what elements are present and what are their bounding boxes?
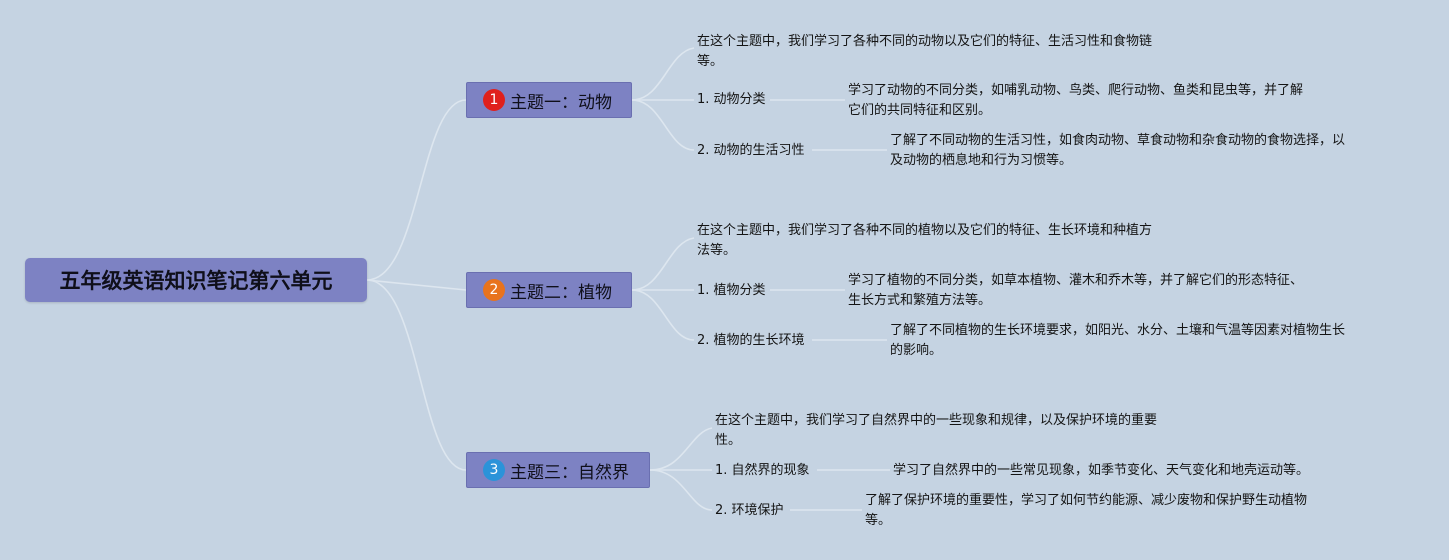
number-badge-3-icon: 3 [483,459,505,481]
detail-line: 学习了植物的不同分类，如草本植物、灌木和乔木等，并了解它们的形态特征、 [848,273,1304,288]
detail-line: 了解了不同植物的生长环境要求，如阳光、水分、土壤和气温等因素对植物生长 [890,323,1346,338]
detail-line: 它们的共同特征和区别。 [848,103,992,118]
summary-line: 等。 [697,54,724,69]
detail-line: 学习了自然界中的一些常见现象，如季节变化、天气变化和地壳运动等。 [893,463,1310,478]
detail-line: 等。 [865,513,892,528]
topic-node-2[interactable]: 2 主题二：植物 [466,272,632,308]
connector-t3-summary [649,427,713,471]
connector-root-topic-2 [366,279,467,291]
connector-root-topic-3 [366,279,467,471]
connector-t2-summary [631,237,695,291]
topic-3-summary[interactable]: 在这个主题中，我们学习了自然界中的一些现象和规律，以及保护环境的重要 性。 [715,411,1157,451]
connector-t1-summary [631,47,695,101]
detail-line: 了解了保护环境的重要性，学习了如何节约能源、减少废物和保护野生动植物 [865,493,1308,508]
topic-1-item-2[interactable]: 2. 动物的生活习性 [697,143,805,158]
topic-2-summary[interactable]: 在这个主题中，我们学习了各种不同的植物以及它们的特征、生长环境和种植方 法等。 [697,221,1152,261]
number-badge-2-icon: 2 [483,279,505,301]
summary-line: 性。 [715,433,742,448]
topic-1-item-1[interactable]: 1. 动物分类 [697,92,766,107]
topic-3-item-1[interactable]: 1. 自然界的现象 [715,463,810,478]
topic-3-item-2-detail[interactable]: 了解了保护环境的重要性，学习了如何节约能源、减少废物和保护野生动植物 等。 [865,491,1307,531]
topic-label-2: 主题二：植物 [510,282,612,303]
summary-line: 在这个主题中，我们学习了自然界中的一些现象和规律，以及保护环境的重要 [715,413,1158,428]
topic-2-item-2[interactable]: 2. 植物的生长环境 [697,333,805,348]
detail-line: 及动物的栖息地和行为习惯等。 [890,153,1073,168]
detail-line: 生长方式和繁殖方法等。 [848,293,992,308]
detail-line: 了解了不同动物的生活习性，如食肉动物、草食动物和杂食动物的食物选择，以 [890,133,1346,148]
summary-line: 在这个主题中，我们学习了各种不同的动物以及它们的特征、生活习性和食物链 [697,34,1153,49]
summary-line: 在这个主题中，我们学习了各种不同的植物以及它们的特征、生长环境和种植方 [697,223,1153,238]
topic-node-3[interactable]: 3 主题三：自然界 [466,452,650,488]
detail-line: 的影响。 [890,343,943,358]
topic-2-item-1-detail[interactable]: 学习了植物的不同分类，如草本植物、灌木和乔木等，并了解它们的形态特征、 生长方式… [848,271,1303,311]
topic-label-3: 主题三：自然界 [510,462,629,483]
topic-2-item-1[interactable]: 1. 植物分类 [697,283,766,298]
connector-t2-item2 [631,289,695,341]
detail-line: 学习了动物的不同分类，如哺乳动物、鸟类、爬行动物、鱼类和昆虫等，并了解 [848,83,1304,98]
connector-t3-item2 [649,469,713,511]
topic-1-item-1-detail[interactable]: 学习了动物的不同分类，如哺乳动物、鸟类、爬行动物、鱼类和昆虫等，并了解 它们的共… [848,81,1303,121]
topic-2-item-2-detail[interactable]: 了解了不同植物的生长环境要求，如阳光、水分、土壤和气温等因素对植物生长 的影响。 [890,321,1345,361]
topic-1-item-2-detail[interactable]: 了解了不同动物的生活习性，如食肉动物、草食动物和杂食动物的食物选择，以 及动物的… [890,131,1345,171]
topic-1-summary[interactable]: 在这个主题中，我们学习了各种不同的动物以及它们的特征、生活习性和食物链 等。 [697,32,1152,72]
topic-3-item-1-detail[interactable]: 学习了自然界中的一些常见现象，如季节变化、天气变化和地壳运动等。 [893,461,1309,481]
summary-line: 法等。 [697,243,737,258]
number-badge-1-icon: 1 [483,89,505,111]
connector-root-topic-1 [366,99,467,281]
topic-node-1[interactable]: 1 主题一：动物 [466,82,632,118]
topic-3-item-2[interactable]: 2. 环境保护 [715,503,784,518]
connector-t1-item2 [631,99,695,151]
root-title: 五年级英语知识笔记第六单元 [59,269,333,293]
topic-label-1: 主题一：动物 [510,92,612,113]
root-node[interactable]: 五年级英语知识笔记第六单元 [25,258,367,302]
